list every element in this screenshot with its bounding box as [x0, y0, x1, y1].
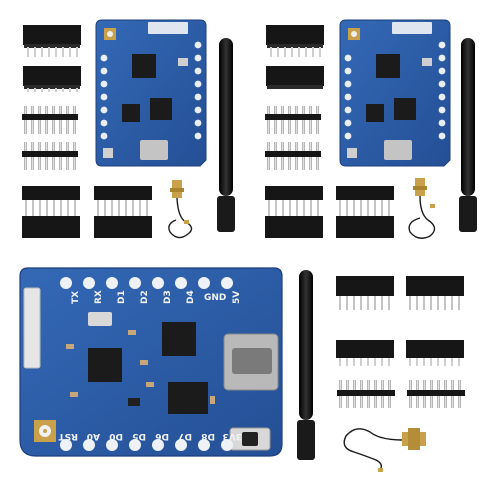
female-header-5	[336, 340, 394, 366]
pin-label-bottom: 3V3	[223, 431, 243, 441]
pin-label-top: D2	[140, 290, 150, 304]
male-header-4	[265, 142, 321, 170]
pin-label-bottom: A0	[87, 431, 100, 441]
loose-headers	[336, 276, 465, 408]
female-header-3	[266, 25, 324, 57]
stacking-header-2	[94, 186, 152, 238]
pin-label-top: TX	[71, 291, 81, 304]
pin-label-bottom: D7	[178, 431, 192, 441]
antenna-2	[459, 38, 477, 232]
d1-mini-pro-board-small-1	[95, 19, 207, 167]
pin-label-bottom: D0	[109, 431, 123, 441]
pin-label-top: D4	[186, 290, 196, 304]
antenna-3	[297, 270, 315, 460]
pin-label-top: D3	[163, 290, 173, 304]
esp-chip	[88, 348, 122, 382]
pin-label-bottom: D6	[155, 431, 169, 441]
stacking-header-1	[22, 186, 80, 238]
pin-label-bottom: RST	[58, 431, 78, 441]
ipex-pigtail-cable-2	[408, 178, 436, 239]
male-header-2	[22, 142, 78, 170]
female-header-6	[406, 340, 464, 366]
pin-label-top: D1	[117, 290, 127, 304]
stacking-header-3	[265, 186, 323, 238]
female-header-4	[266, 66, 324, 89]
stacking-header-4	[336, 186, 394, 238]
ipex-pigtail-cable-1	[168, 180, 193, 239]
kit-1	[22, 19, 235, 239]
pin-label-top: RX	[94, 290, 104, 304]
female-header-2	[23, 66, 81, 92]
stacking-header-6	[406, 276, 464, 310]
male-header-3	[265, 106, 321, 134]
usb-serial-chip	[162, 322, 196, 356]
pin-label-top: 5V	[232, 291, 242, 304]
pin-label-top: GND	[204, 293, 226, 303]
antenna-1	[217, 38, 235, 232]
male-header-5	[337, 380, 395, 408]
kit-2	[265, 19, 477, 239]
d1-mini-pro-board-small-2	[339, 19, 451, 167]
crystal	[88, 312, 112, 326]
male-header-6	[407, 380, 465, 408]
male-header-1	[22, 106, 78, 134]
pin-label-bottom: D8	[201, 431, 215, 441]
flash-chip	[168, 382, 208, 414]
d1-mini-pro-board-closeup: TX RX D1 D2 D3 D4 GND 5V RST A0 D0 D5 D6…	[19, 267, 283, 457]
ipex-pigtail-cable-3	[343, 428, 426, 472]
female-header-1	[23, 25, 81, 57]
pin-label-bottom: D5	[132, 431, 146, 441]
stacking-header-5	[336, 276, 394, 310]
